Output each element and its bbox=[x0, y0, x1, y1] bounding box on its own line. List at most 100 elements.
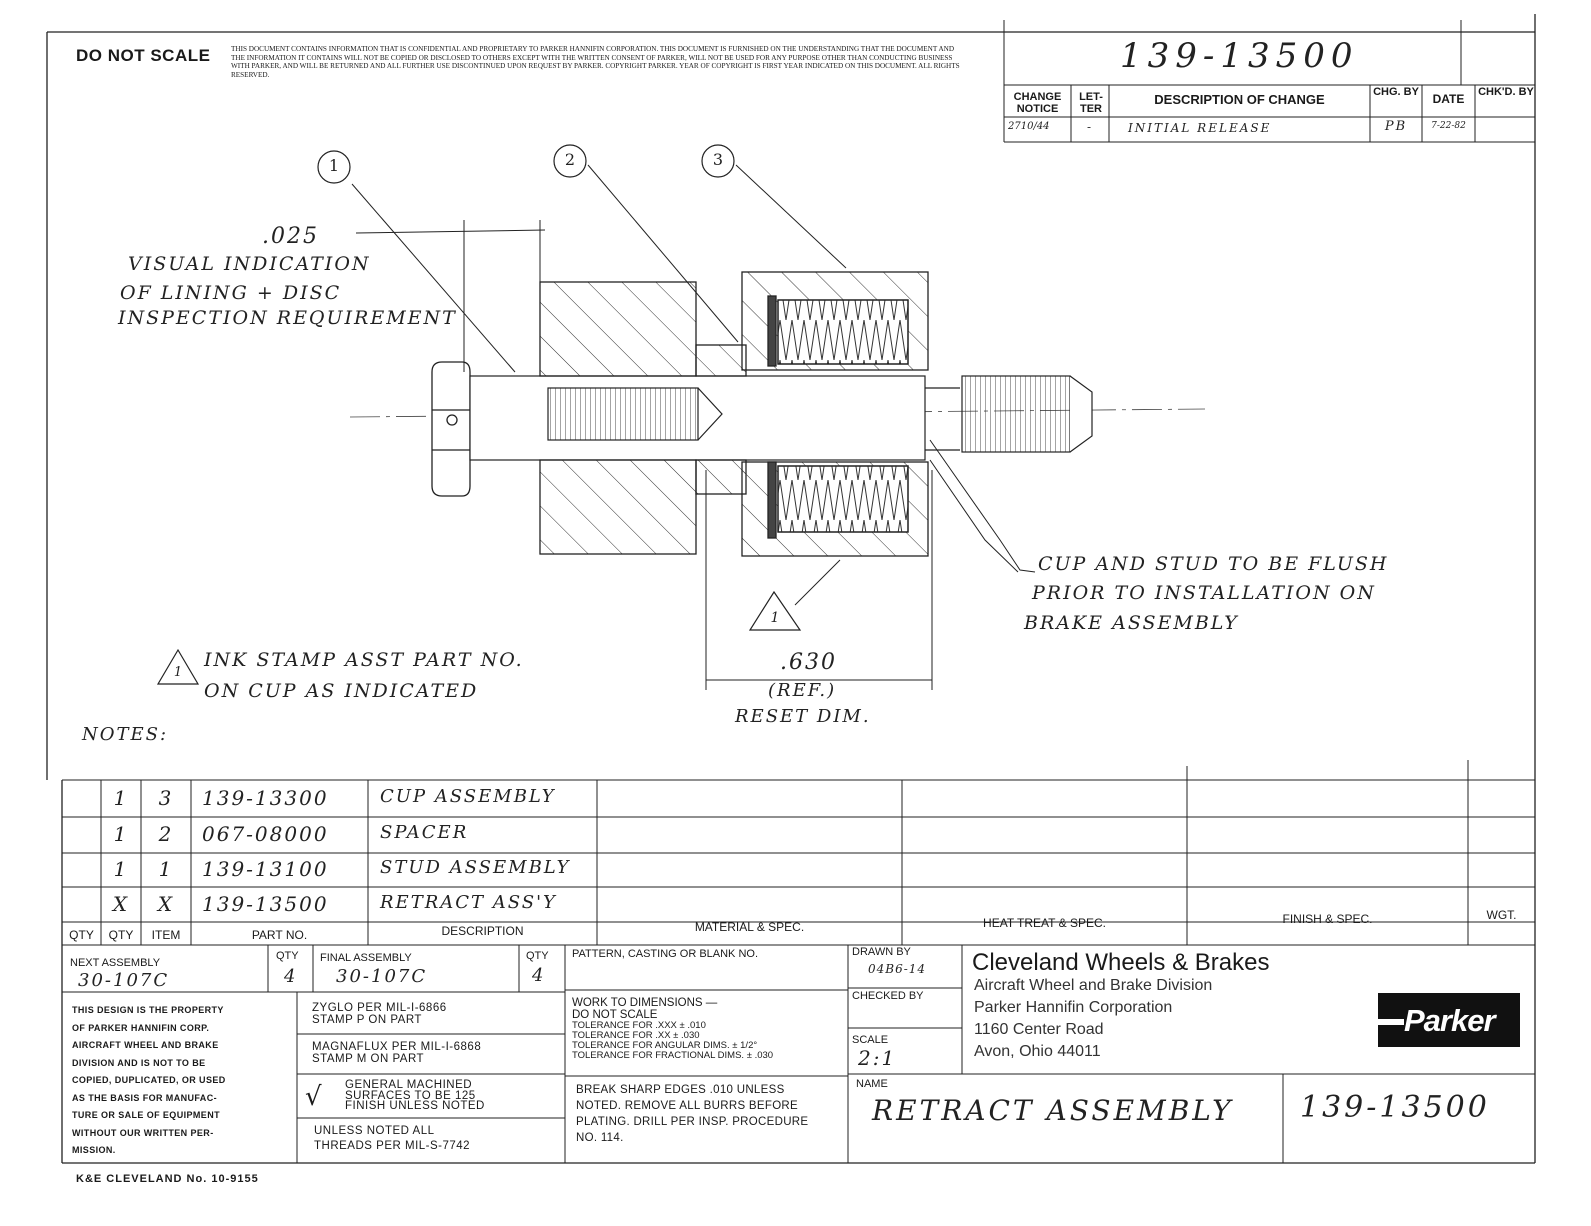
parts-row-3-qty: 1 bbox=[113, 857, 129, 881]
company-name: Cleveland Wheels & Brakes bbox=[972, 949, 1270, 976]
property-notice-line: THIS DESIGN IS THE PROPERTY bbox=[72, 1005, 224, 1015]
rev-header-date: DATE bbox=[1432, 92, 1465, 106]
company-corp: Parker Hannifin Corporation bbox=[974, 999, 1173, 1016]
next-assembly-label: NEXT ASSEMBLY bbox=[70, 957, 161, 969]
property-notice: THIS DESIGN IS THE PROPERTY OF PARKER HA… bbox=[72, 1002, 294, 1160]
parts-row-4-desc: RETRACT ASS'Y bbox=[380, 892, 557, 913]
visual-note-line-2: OF LINING + DISC bbox=[120, 282, 342, 304]
drawing-number-top: 139-13500 bbox=[1120, 36, 1359, 76]
scale-label: SCALE bbox=[852, 1034, 889, 1046]
header-heat-treat: HEAT TREAT & SPEC. bbox=[983, 916, 1106, 930]
qty-value: 4 bbox=[284, 966, 298, 987]
header-material: MATERIAL & SPEC. bbox=[694, 920, 805, 934]
header-qty-2: QTY bbox=[108, 928, 134, 942]
final-assembly-label: FINAL ASSEMBLY bbox=[320, 952, 412, 964]
flag-1-cup: 1 bbox=[770, 610, 780, 626]
dim-reset: RESET DIM. bbox=[735, 706, 871, 727]
dim-630: .630 bbox=[780, 650, 837, 675]
final-assembly-value: 30-107C bbox=[336, 966, 428, 987]
tolerance-block: WORK TO DIMENSIONS — DO NOT SCALE TOLERA… bbox=[572, 997, 774, 1061]
flag-triangles bbox=[156, 590, 802, 685]
pattern-label: PATTERN, CASTING OR BLANK NO. bbox=[572, 948, 759, 960]
parts-row-2-qty: 1 bbox=[113, 822, 129, 846]
zyglo-line: STAMP P ON PART bbox=[312, 1014, 422, 1026]
break-edges-line: NO. 114. bbox=[576, 1132, 624, 1144]
zyglo-line: ZYGLO PER MIL-I-6866 bbox=[312, 1002, 447, 1014]
revision-block-lines bbox=[1003, 20, 1535, 143]
parker-logo: Parker bbox=[1378, 993, 1520, 1047]
rev-description: INITIAL RELEASE bbox=[1128, 121, 1272, 135]
property-notice-line: DIVISION AND IS NOT TO BE bbox=[72, 1057, 206, 1068]
next-assembly-value: 30-107C bbox=[78, 970, 170, 991]
threads-line: UNLESS NOTED ALL bbox=[314, 1125, 435, 1137]
ink-note-line-1: INK STAMP ASST PART NO. bbox=[204, 649, 524, 671]
break-edges-note: BREAK SHARP EDGES .010 UNLESS NOTED. REM… bbox=[576, 1082, 808, 1146]
visual-note-line-3: INSPECTION REQUIREMENT bbox=[118, 307, 457, 329]
break-edges-line: PLATING. DRILL PER INSP. PROCEDURE bbox=[576, 1116, 809, 1128]
rev-header-letter: LET-TER bbox=[1079, 91, 1103, 115]
parts-row-1-item: 3 bbox=[158, 786, 174, 810]
break-edges-line: BREAK SHARP EDGES .010 UNLESS bbox=[576, 1084, 785, 1096]
qty2-label: QTY bbox=[526, 950, 549, 962]
finish-note: GENERAL MACHINED SURFACES TO BE 125 FINI… bbox=[345, 1080, 485, 1112]
threads-line: THREADS PER MIL-S-7742 bbox=[314, 1140, 471, 1152]
magnaflux-note: MAGNAFLUX PER MIL-I-6868 STAMP M ON PART bbox=[312, 1041, 481, 1065]
border bbox=[46, 14, 1536, 1164]
parts-row-3-item: 1 bbox=[158, 857, 174, 881]
drawn-by-label: DRAWN BY bbox=[852, 946, 911, 958]
flush-note-line-3: BRAKE ASSEMBLY bbox=[1024, 612, 1239, 634]
cup-assembly bbox=[741, 271, 929, 557]
rev-header-chg-by: CHG. BY bbox=[1373, 86, 1419, 98]
checked-by-label: CHECKED BY bbox=[852, 990, 924, 1002]
do-not-scale-label: DO NOT SCALE bbox=[76, 46, 211, 65]
tolerance-line: TOLERANCE FOR FRACTIONAL DIMS. ± .030 bbox=[572, 1050, 774, 1061]
company-city: Avon, Ohio 44011 bbox=[974, 1043, 1101, 1060]
parts-list-grid bbox=[62, 760, 1535, 946]
rev-chg-by: PB bbox=[1384, 119, 1408, 134]
name-label: NAME bbox=[856, 1078, 888, 1090]
parker-logo-text: Parker bbox=[1404, 1003, 1496, 1038]
ink-note-line-2: ON CUP AS INDICATED bbox=[204, 680, 479, 702]
header-finish: FINISH & SPEC. bbox=[1282, 912, 1373, 926]
flush-note-line-1: CUP AND STUD TO BE FLUSH bbox=[1038, 553, 1389, 575]
tolerance-line: WORK TO DIMENSIONS — bbox=[572, 997, 718, 1009]
rev-date: 7-22-82 bbox=[1431, 121, 1466, 131]
property-notice-line: MISSION. bbox=[72, 1145, 116, 1155]
check-mark-icon: √ bbox=[305, 1082, 322, 1112]
property-notice-line: WITHOUT OUR WRITTEN PER- bbox=[72, 1127, 214, 1138]
parts-row-2-part: 067-08000 bbox=[202, 822, 329, 846]
property-notice-line: AS THE BASIS FOR MANUFAC- bbox=[72, 1092, 217, 1103]
rev-change-notice: 2710/44 bbox=[1008, 121, 1050, 132]
visual-note-line-1: VISUAL INDICATION bbox=[128, 253, 371, 275]
property-notice-line: AIRCRAFT WHEEL AND BRAKE bbox=[72, 1040, 219, 1050]
flush-note-line-2: PRIOR TO INSTALLATION ON bbox=[1032, 582, 1376, 604]
property-notice-line: TURE OR SALE OF EQUIPMENT bbox=[72, 1110, 221, 1120]
leaders bbox=[351, 164, 1036, 690]
qty-label: QTY bbox=[276, 950, 299, 962]
parts-row-2-desc: SPACER bbox=[380, 822, 469, 843]
parts-row-2-item: 2 bbox=[158, 822, 174, 846]
magnaflux-line: STAMP M ON PART bbox=[312, 1053, 425, 1065]
spacer bbox=[539, 281, 747, 555]
header-item: ITEM bbox=[151, 928, 181, 942]
property-notice-line: COPIED, DUPLICATED, OR USED bbox=[72, 1075, 226, 1085]
property-notice-line: OF PARKER HANNIFIN CORP. bbox=[72, 1022, 210, 1033]
scale-value: 2:1 bbox=[858, 1046, 897, 1070]
ke-footer: K&E CLEVELAND No. 10-9155 bbox=[76, 1173, 259, 1185]
header-wgt: WGT. bbox=[1486, 908, 1517, 922]
zyglo-note: ZYGLO PER MIL-I-6866 STAMP P ON PART bbox=[312, 1002, 447, 1026]
parts-row-3-part: 139-13100 bbox=[202, 857, 329, 881]
stud bbox=[469, 375, 1093, 461]
break-edges-line: NOTED. REMOVE ALL BURRS BEFORE bbox=[576, 1100, 799, 1112]
header-part-no: PART NO. bbox=[251, 928, 308, 942]
parts-row-1-desc: CUP ASSEMBLY bbox=[380, 786, 556, 807]
parts-row-4-item: X bbox=[157, 892, 175, 916]
company-division: Aircraft Wheel and Brake Division bbox=[974, 977, 1213, 994]
company-street: 1160 Center Road bbox=[974, 1021, 1104, 1038]
title-block-grid bbox=[62, 945, 1535, 1163]
balloon-circles bbox=[317, 144, 735, 184]
notes-label: NOTES: bbox=[82, 724, 169, 745]
parts-row-1-qty: 1 bbox=[113, 786, 129, 810]
balloon-2: 2 bbox=[564, 150, 576, 169]
